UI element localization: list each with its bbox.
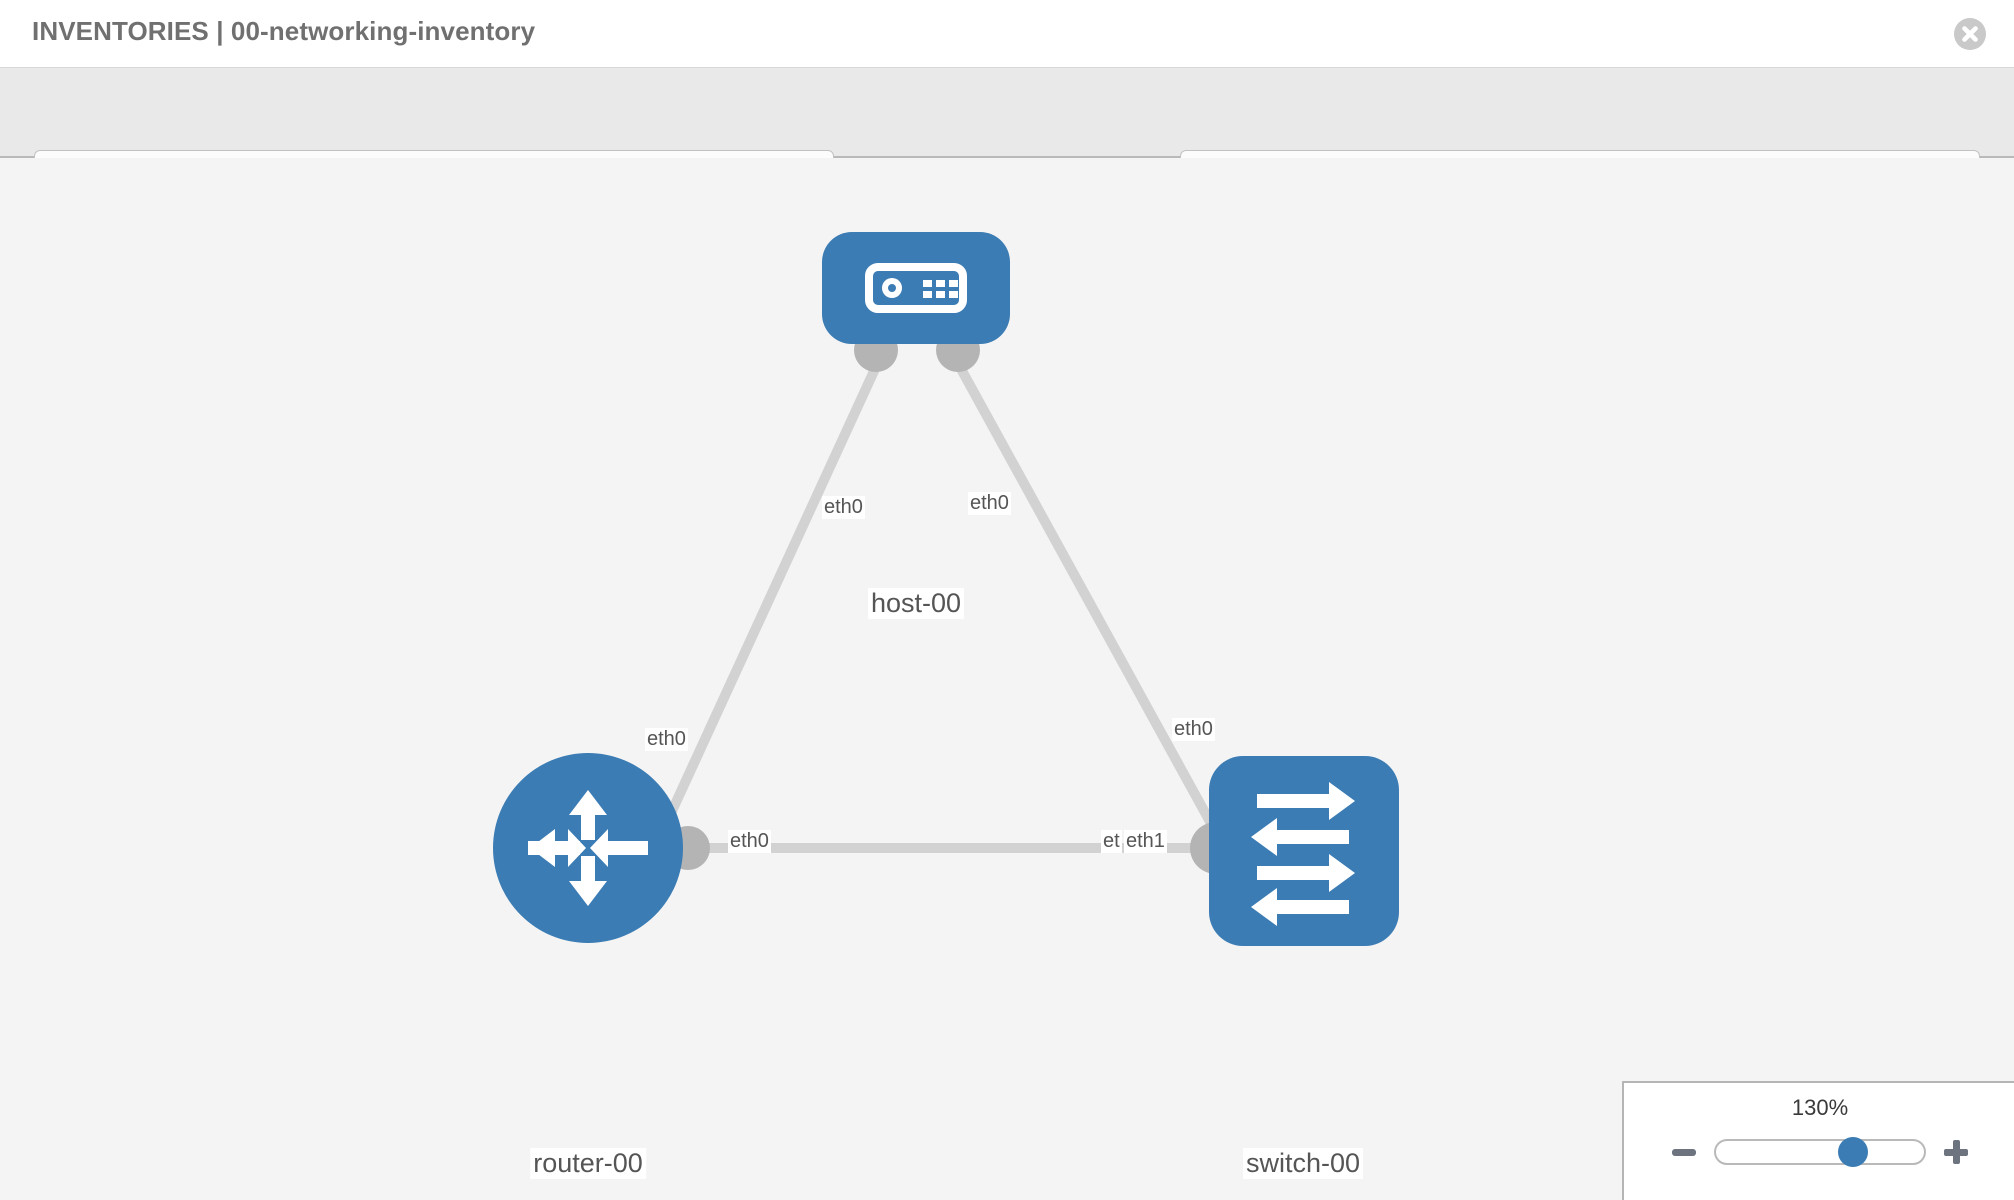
topology-canvas[interactable]: eth0 eth0 eth0 eth0 eth0 et eth1 host-00… bbox=[0, 158, 2014, 1200]
node-router-00[interactable] bbox=[493, 753, 683, 943]
page-header: INVENTORIES | 00-networking-inventory bbox=[0, 0, 2014, 68]
toolbar: ACTIONS SEARCH bbox=[0, 68, 2014, 202]
topology-links bbox=[650, 355, 1235, 861]
page-title: INVENTORIES | 00-networking-inventory bbox=[32, 16, 536, 46]
zoom-slider-thumb[interactable] bbox=[1838, 1137, 1869, 1167]
link-host-switch[interactable] bbox=[950, 355, 1235, 861]
zoom-slider[interactable] bbox=[1714, 1137, 1926, 1167]
zoom-out-button[interactable] bbox=[1672, 1148, 1696, 1156]
zoom-in-button[interactable] bbox=[1944, 1140, 1968, 1164]
zoom-control-panel: 130% bbox=[1622, 1081, 2014, 1200]
topology-connectors bbox=[666, 328, 1258, 884]
link-host-router[interactable] bbox=[650, 355, 885, 851]
node-switch-00[interactable] bbox=[1209, 756, 1399, 946]
close-icon[interactable] bbox=[1954, 18, 1986, 50]
node-host-00[interactable] bbox=[822, 232, 1010, 344]
topology-graph bbox=[493, 232, 1399, 946]
zoom-percent-label: 130% bbox=[1791, 1095, 1849, 1120]
